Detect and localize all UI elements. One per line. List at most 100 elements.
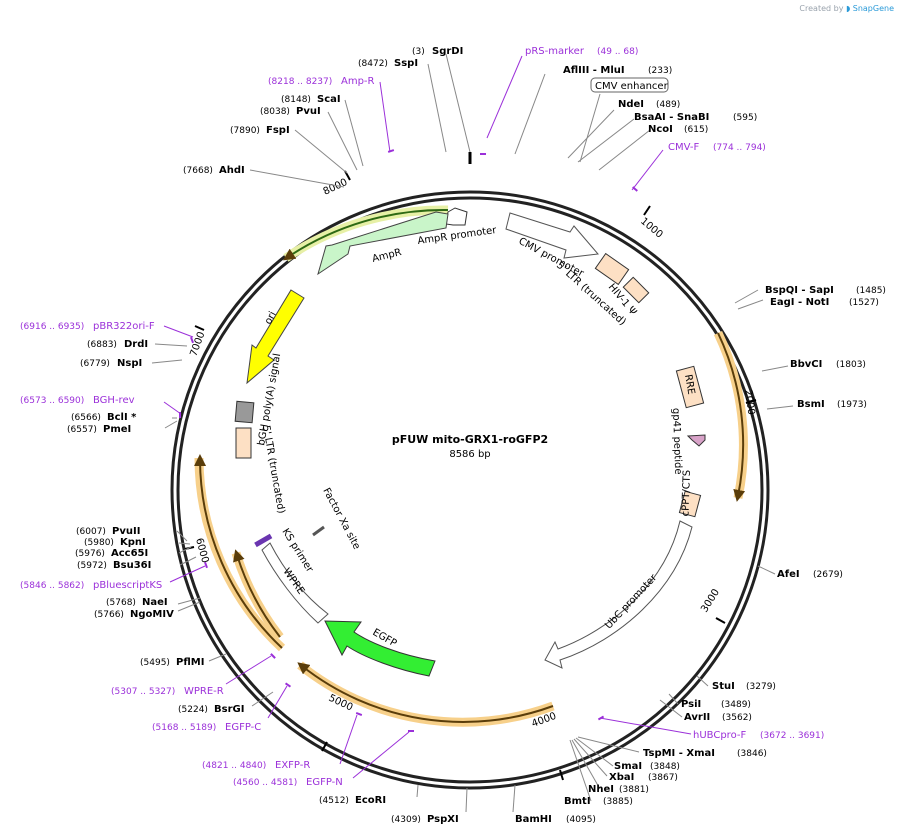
enzyme-name: PspXI xyxy=(427,814,459,825)
enzyme-pos: (8148) xyxy=(281,95,311,105)
enzyme-pos: (8038) xyxy=(260,107,290,117)
enzyme-name: NheI xyxy=(588,784,614,795)
enzyme-pos: (3279) xyxy=(746,682,776,692)
ks-primer-box xyxy=(254,533,273,548)
primer-range: (6916 .. 6935) xyxy=(20,322,84,332)
tick-3000: 3000 xyxy=(699,587,722,614)
tick-5000-mark xyxy=(321,741,328,752)
enzyme-name: SspI xyxy=(394,58,418,69)
watermark-brand: SnapGene xyxy=(852,4,894,13)
ampr-promoter-arrow xyxy=(445,207,468,226)
plasmid-name: pFUW mito-GRX1-roGFP2 xyxy=(392,433,548,446)
primer-name: EGFP-C xyxy=(225,722,261,733)
enzyme-name: PmeI xyxy=(103,424,131,435)
enzyme-pos: (1527) xyxy=(849,298,879,308)
enzyme-name: AvrII xyxy=(684,712,710,723)
enzyme-name: BamHI xyxy=(515,814,552,825)
enzyme-name: BsaAI - SnaBI xyxy=(634,112,709,123)
primer-name: BGH-rev xyxy=(93,395,135,406)
enzyme-name: AflIII - MluI xyxy=(563,65,625,76)
hiv-psi-box-1 xyxy=(594,252,630,286)
plasmid-length: 8586 bp xyxy=(449,449,490,460)
ubc-label: UbC promoter xyxy=(603,572,660,632)
snapgene-watermark: Created by ◗ SnapGene xyxy=(799,4,894,13)
tick-7000-mark xyxy=(194,325,205,331)
wpre-arrow xyxy=(261,542,329,624)
enzyme-pos: (3846) xyxy=(737,749,767,759)
watermark-prefix: Created by xyxy=(799,4,844,13)
tick-1000-mark xyxy=(643,205,651,216)
enzyme-pos: (489) xyxy=(656,100,680,110)
enzyme-pos: (3562) xyxy=(722,713,752,723)
enzyme-pos: (2679) xyxy=(813,570,843,580)
enzyme-name: Acc65I xyxy=(111,548,148,559)
primer-range: (49 .. 68) xyxy=(597,47,638,57)
enzyme-name: TspMI - XmaI xyxy=(643,748,715,759)
primer-range: (5168 .. 5189) xyxy=(152,723,216,733)
orange-arc-right-line xyxy=(717,332,746,502)
enzyme-leaders xyxy=(151,53,794,813)
enzyme-pos: (233) xyxy=(648,66,672,76)
enzyme-name: NaeI xyxy=(142,597,168,608)
enzyme-pos: (5972) xyxy=(77,561,107,571)
snapgene-logo-icon: ◗ xyxy=(845,4,851,13)
hiv-psi-box-2 xyxy=(622,276,650,304)
enzyme-pos: (7668) xyxy=(183,166,213,176)
enzyme-name: NspI xyxy=(117,358,142,369)
tick-4000-mark xyxy=(559,769,564,781)
enzyme-pos: (1973) xyxy=(837,400,867,410)
enzyme-name: BbvCI xyxy=(790,359,822,370)
tick-2000: 2000 xyxy=(742,389,756,416)
tick-8000: 8000 xyxy=(322,177,350,198)
tick-3000-mark xyxy=(715,617,726,624)
enzyme-pos: (5766) xyxy=(94,610,124,620)
backbone-outer xyxy=(170,190,770,790)
ori-arrow xyxy=(246,289,305,385)
orange-arc-left-line xyxy=(194,454,283,649)
enzyme-pos: (7890) xyxy=(230,126,260,136)
primer-leaders xyxy=(163,55,692,779)
enzyme-name: NdeI xyxy=(618,99,644,110)
primer-range: (774 .. 794) xyxy=(713,143,766,153)
ori-label: ori xyxy=(263,310,279,327)
primer-range: (6573 .. 6590) xyxy=(20,396,84,406)
ampr-label: AmpR xyxy=(371,247,403,265)
primer-name: Amp-R xyxy=(341,76,375,87)
cppt-box xyxy=(678,490,702,518)
primer-range: (5307 .. 5327) xyxy=(111,687,175,697)
enzyme-name: PflMI xyxy=(176,657,204,668)
cppt-label: cPPT/CTS xyxy=(680,470,693,517)
primer-name: EXFP-R xyxy=(275,760,310,771)
enzyme-pos: (6883) xyxy=(87,340,117,350)
gp41-arrow xyxy=(686,434,706,447)
cmv-promoter-arrow xyxy=(505,212,599,259)
enzyme-pos: (5495) xyxy=(140,658,170,668)
enzyme-name: StuI xyxy=(712,681,735,692)
enzyme-name: PsiI xyxy=(681,699,701,710)
egfp-arrow xyxy=(324,620,436,677)
primer-name: pRS-marker xyxy=(525,46,585,57)
primer-range: (4560 .. 4581) xyxy=(233,778,297,788)
enzyme-name: BmtI xyxy=(564,796,591,807)
enzyme-name: BspQI - SapI xyxy=(765,285,834,296)
enzyme-name: Bsu36I xyxy=(113,560,151,571)
primer-range: (3672 .. 3691) xyxy=(760,731,824,741)
enzyme-pos: (3) xyxy=(412,47,425,57)
green-arc-top-line xyxy=(283,208,449,261)
enzyme-pos: (6007) xyxy=(76,527,106,537)
enzyme-name: NcoI xyxy=(648,124,673,135)
enzyme-name: EcoRI xyxy=(355,795,386,806)
enzyme-pos: (4095) xyxy=(566,815,596,825)
cmv-enhancer-label: CMV enhancer xyxy=(595,81,669,92)
enzyme-name: DrdI xyxy=(124,339,148,350)
primer-name: pBR322ori-F xyxy=(93,321,155,332)
enzyme-pos: (3867) xyxy=(648,773,678,783)
enzyme-pos: (5976) xyxy=(75,549,105,559)
enzyme-pos: (5980) xyxy=(84,538,114,548)
primer-range: (5846 .. 5862) xyxy=(20,581,84,591)
orange-arc-left-lower-line xyxy=(233,549,281,638)
enzyme-pos: (5224) xyxy=(178,705,208,715)
enzyme-name: EagI - NotI xyxy=(770,297,829,308)
gp41-label: gp41 peptide xyxy=(670,408,683,475)
